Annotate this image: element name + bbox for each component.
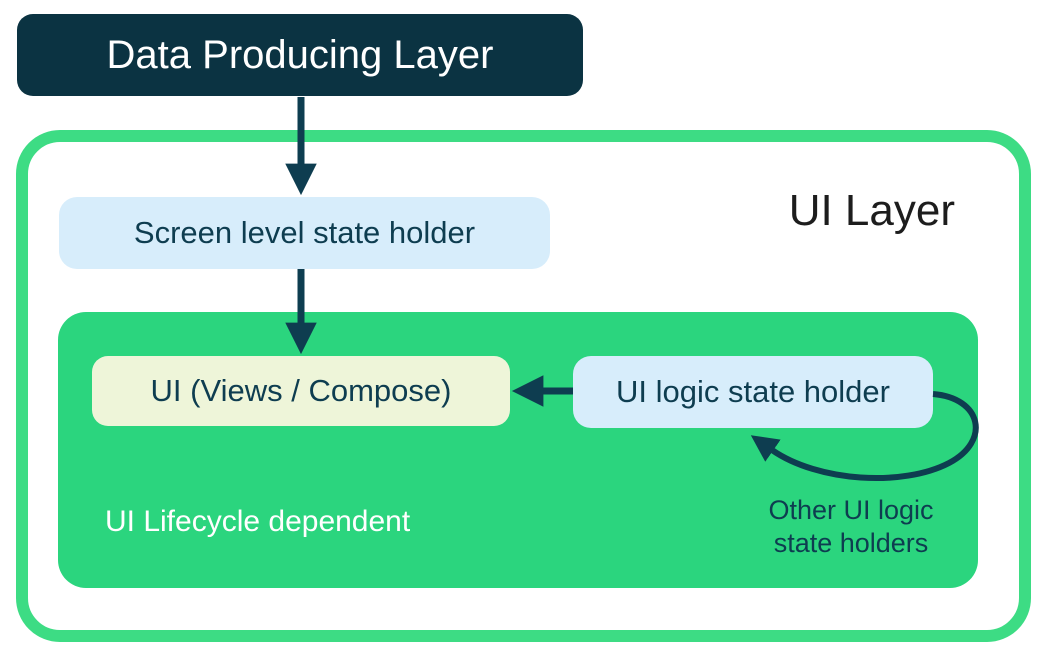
data-producing-layer-box: Data Producing Layer	[17, 14, 583, 96]
ui-layer-title: UI Layer	[755, 184, 955, 238]
ui-views-compose-label: UI (Views / Compose)	[150, 373, 452, 408]
ui-logic-state-holder-label: UI logic state holder	[616, 374, 890, 409]
screen-level-state-holder-box: Screen level state holder	[59, 197, 550, 269]
screen-level-state-holder-label: Screen level state holder	[133, 215, 476, 250]
data-producing-layer-label: Data Producing Layer	[106, 32, 494, 77]
other-holders-caption-line2: state holders	[773, 528, 929, 559]
other-holders-caption-line1: Other UI logic	[768, 495, 934, 525]
ui-views-compose-box: UI (Views / Compose)	[92, 356, 510, 426]
ui-layer-title-label: UI Layer	[788, 186, 955, 235]
other-ui-logic-state-holders-caption: Other UI logic state holders	[738, 494, 964, 561]
ui-logic-state-holder-box: UI logic state holder	[573, 356, 933, 428]
ui-lifecycle-dependent-caption: UI Lifecycle dependent	[105, 505, 411, 538]
